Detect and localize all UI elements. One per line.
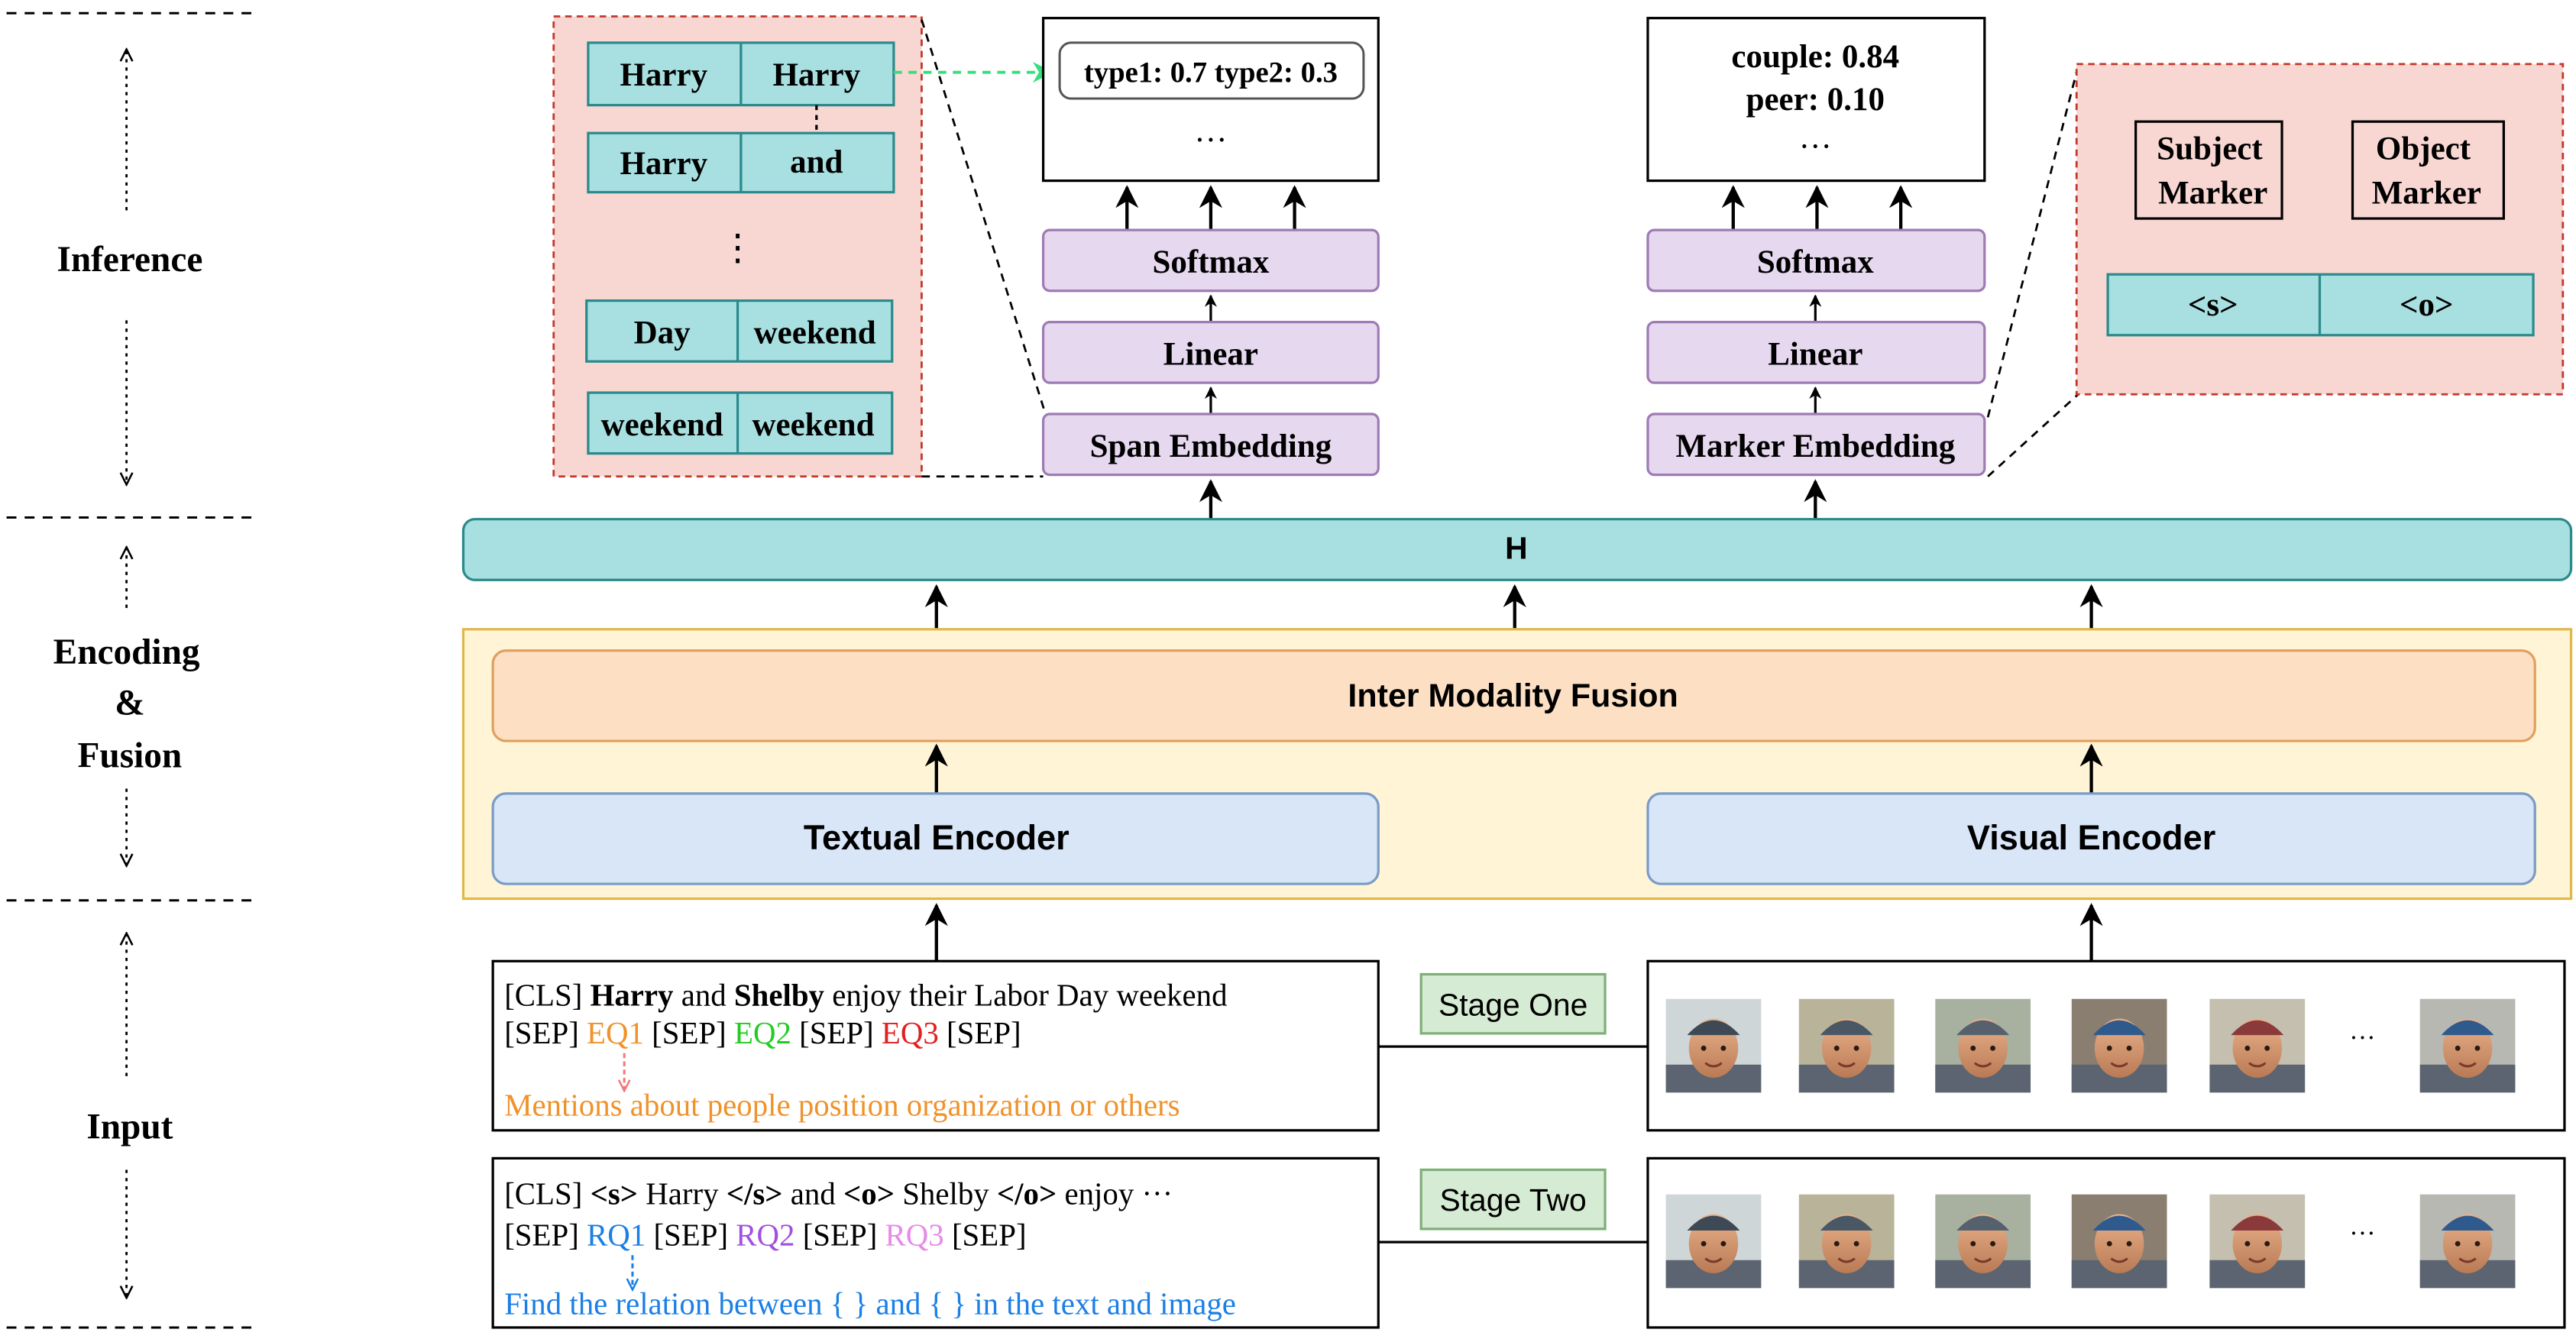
photo-thumbnail <box>1935 998 2031 1093</box>
stage-one-sentence: [CLS] Harry and Shelby enjoy their Labor… <box>504 978 1227 1012</box>
relation-output-box <box>1646 17 1986 183</box>
stage-label-input: Input <box>86 1108 173 1147</box>
span-token: Harry <box>620 146 707 182</box>
span-embedding-label: Span Embedding <box>1090 429 1332 464</box>
stage-one-label: Stage One <box>1438 987 1587 1022</box>
photo-thumbnail <box>2071 1194 2167 1289</box>
photo-thumbnail <box>2209 998 2306 1093</box>
span-token: weekend <box>754 315 876 351</box>
span-row-2: Harry and <box>587 131 895 194</box>
subject-marker-label: Marker <box>2158 176 2267 212</box>
marker-softmax-box <box>1646 228 1986 293</box>
marker-linear-box <box>1646 320 1986 384</box>
span-token: Harry <box>620 57 707 93</box>
visual-encoder-label: Visual Encoder <box>1967 818 2215 857</box>
span-row-4: weekend weekend <box>587 391 894 455</box>
textual-encoder-box <box>491 792 1380 885</box>
stage-one-text-box <box>491 959 1380 1132</box>
stage-label-encoding: Encoding <box>53 632 200 672</box>
textual-encoder-label: Textual Encoder <box>804 818 1070 857</box>
photo-thumbnail <box>1665 1194 1762 1289</box>
span-softmax-label: Softmax <box>1152 244 1269 280</box>
stage-two-text-box <box>491 1156 1380 1329</box>
object-marker-box <box>2351 120 2505 220</box>
span-token: weekend <box>601 407 723 443</box>
stage-two-image-ellipsis: ··· <box>2349 1219 2375 1248</box>
span-token: and <box>790 144 843 180</box>
span-output-arrows <box>1115 185 1306 231</box>
span-row-1: Harry Harry <box>587 41 895 107</box>
stage-one-queries: [SEP] EQ1 [SEP] EQ2 [SEP] EQ3 [SEP] <box>504 1016 1029 1050</box>
photo-thumbnail <box>1665 998 1762 1093</box>
span-token: Day <box>634 315 691 351</box>
type-scores: type1: 0.7 type2: 0.3 <box>1084 57 1338 89</box>
span-embedding-box <box>1041 412 1380 477</box>
hidden-state-label: H <box>1505 530 1528 565</box>
photo-thumbnail <box>2071 998 2167 1093</box>
stage-one-badge <box>1419 972 1607 1035</box>
relation-output-ellipsis: … <box>1799 120 1832 156</box>
fusion-box <box>491 649 2536 742</box>
photo-thumbnail <box>2209 1194 2306 1289</box>
object-marker-label: Marker <box>2372 176 2481 212</box>
span-softmax-box <box>1041 228 1380 293</box>
relation-output-arrows <box>1721 185 1913 231</box>
marker-panel <box>2075 63 2565 396</box>
span-rows-ellipsis: ⋮ <box>720 228 756 268</box>
marker-embedding-box <box>1646 412 1986 477</box>
subject-marker-label: Subject <box>2157 131 2263 167</box>
stage-label-fusion: Fusion <box>78 736 183 775</box>
span-linear-label: Linear <box>1163 337 1258 373</box>
stage-one-template: Mentions about people position organizat… <box>504 1088 1180 1122</box>
photo-thumbnail <box>1798 998 1895 1093</box>
object-marker-label: Object <box>2376 131 2471 167</box>
span-token: weekend <box>752 407 874 443</box>
stage-two-queries: [SEP] RQ1 [SEP] RQ2 [SEP] RQ3 [SEP] <box>504 1218 1034 1252</box>
photo-thumbnail <box>1935 1194 2031 1289</box>
stage-label-ampersand: & <box>115 684 144 723</box>
panel-connectors <box>921 19 2079 478</box>
photo-thumbnail <box>2419 998 2516 1093</box>
span-output-ellipsis: … <box>1194 113 1227 149</box>
subject-marker-box <box>2134 120 2283 220</box>
stage-one-image-ellipsis: ··· <box>2349 1024 2375 1053</box>
encoder-to-fusion-arrows <box>924 743 2103 794</box>
stage-two-label: Stage Two <box>1439 1182 1586 1218</box>
stage-two-badge <box>1419 1168 1607 1231</box>
stage-one-images <box>1665 998 2516 1093</box>
h-to-embedding-arrows <box>1199 479 1827 519</box>
photo-thumbnail <box>2419 1194 2516 1289</box>
object-token: <o> <box>2400 287 2454 323</box>
relation-score-peer: peer: 0.10 <box>1746 82 1885 118</box>
stage-two-template: Find the relation between { } and { } in… <box>504 1287 1236 1321</box>
type-score-box <box>1058 41 1365 100</box>
relation-score-couple: couple: 0.84 <box>1731 39 1899 75</box>
stage-label-inference: Inference <box>57 240 202 280</box>
stage-separators <box>6 11 255 1329</box>
input-to-encoder-arrows <box>924 903 2103 962</box>
span-linear-box <box>1041 320 1380 384</box>
marker-softmax-label: Softmax <box>1757 244 1874 280</box>
subject-token: <s> <box>2188 287 2238 323</box>
stage-two-sentence: [CLS] <s> Harry </s> and <o> Shelby </o>… <box>504 1177 1173 1211</box>
span-token: Harry <box>772 57 860 93</box>
fusion-label: Inter Modality Fusion <box>1348 678 1678 714</box>
visual-encoder-box <box>1646 792 2536 885</box>
fusion-to-h-arrows <box>924 584 2103 629</box>
stage-two-images <box>1665 1194 2516 1289</box>
marker-linear-label: Linear <box>1768 337 1862 373</box>
hidden-state-bar <box>461 518 2573 581</box>
marker-embedding-label: Marker Embedding <box>1675 429 1955 464</box>
span-row-3: Day weekend <box>585 299 894 363</box>
photo-thumbnail <box>1798 1194 1895 1289</box>
